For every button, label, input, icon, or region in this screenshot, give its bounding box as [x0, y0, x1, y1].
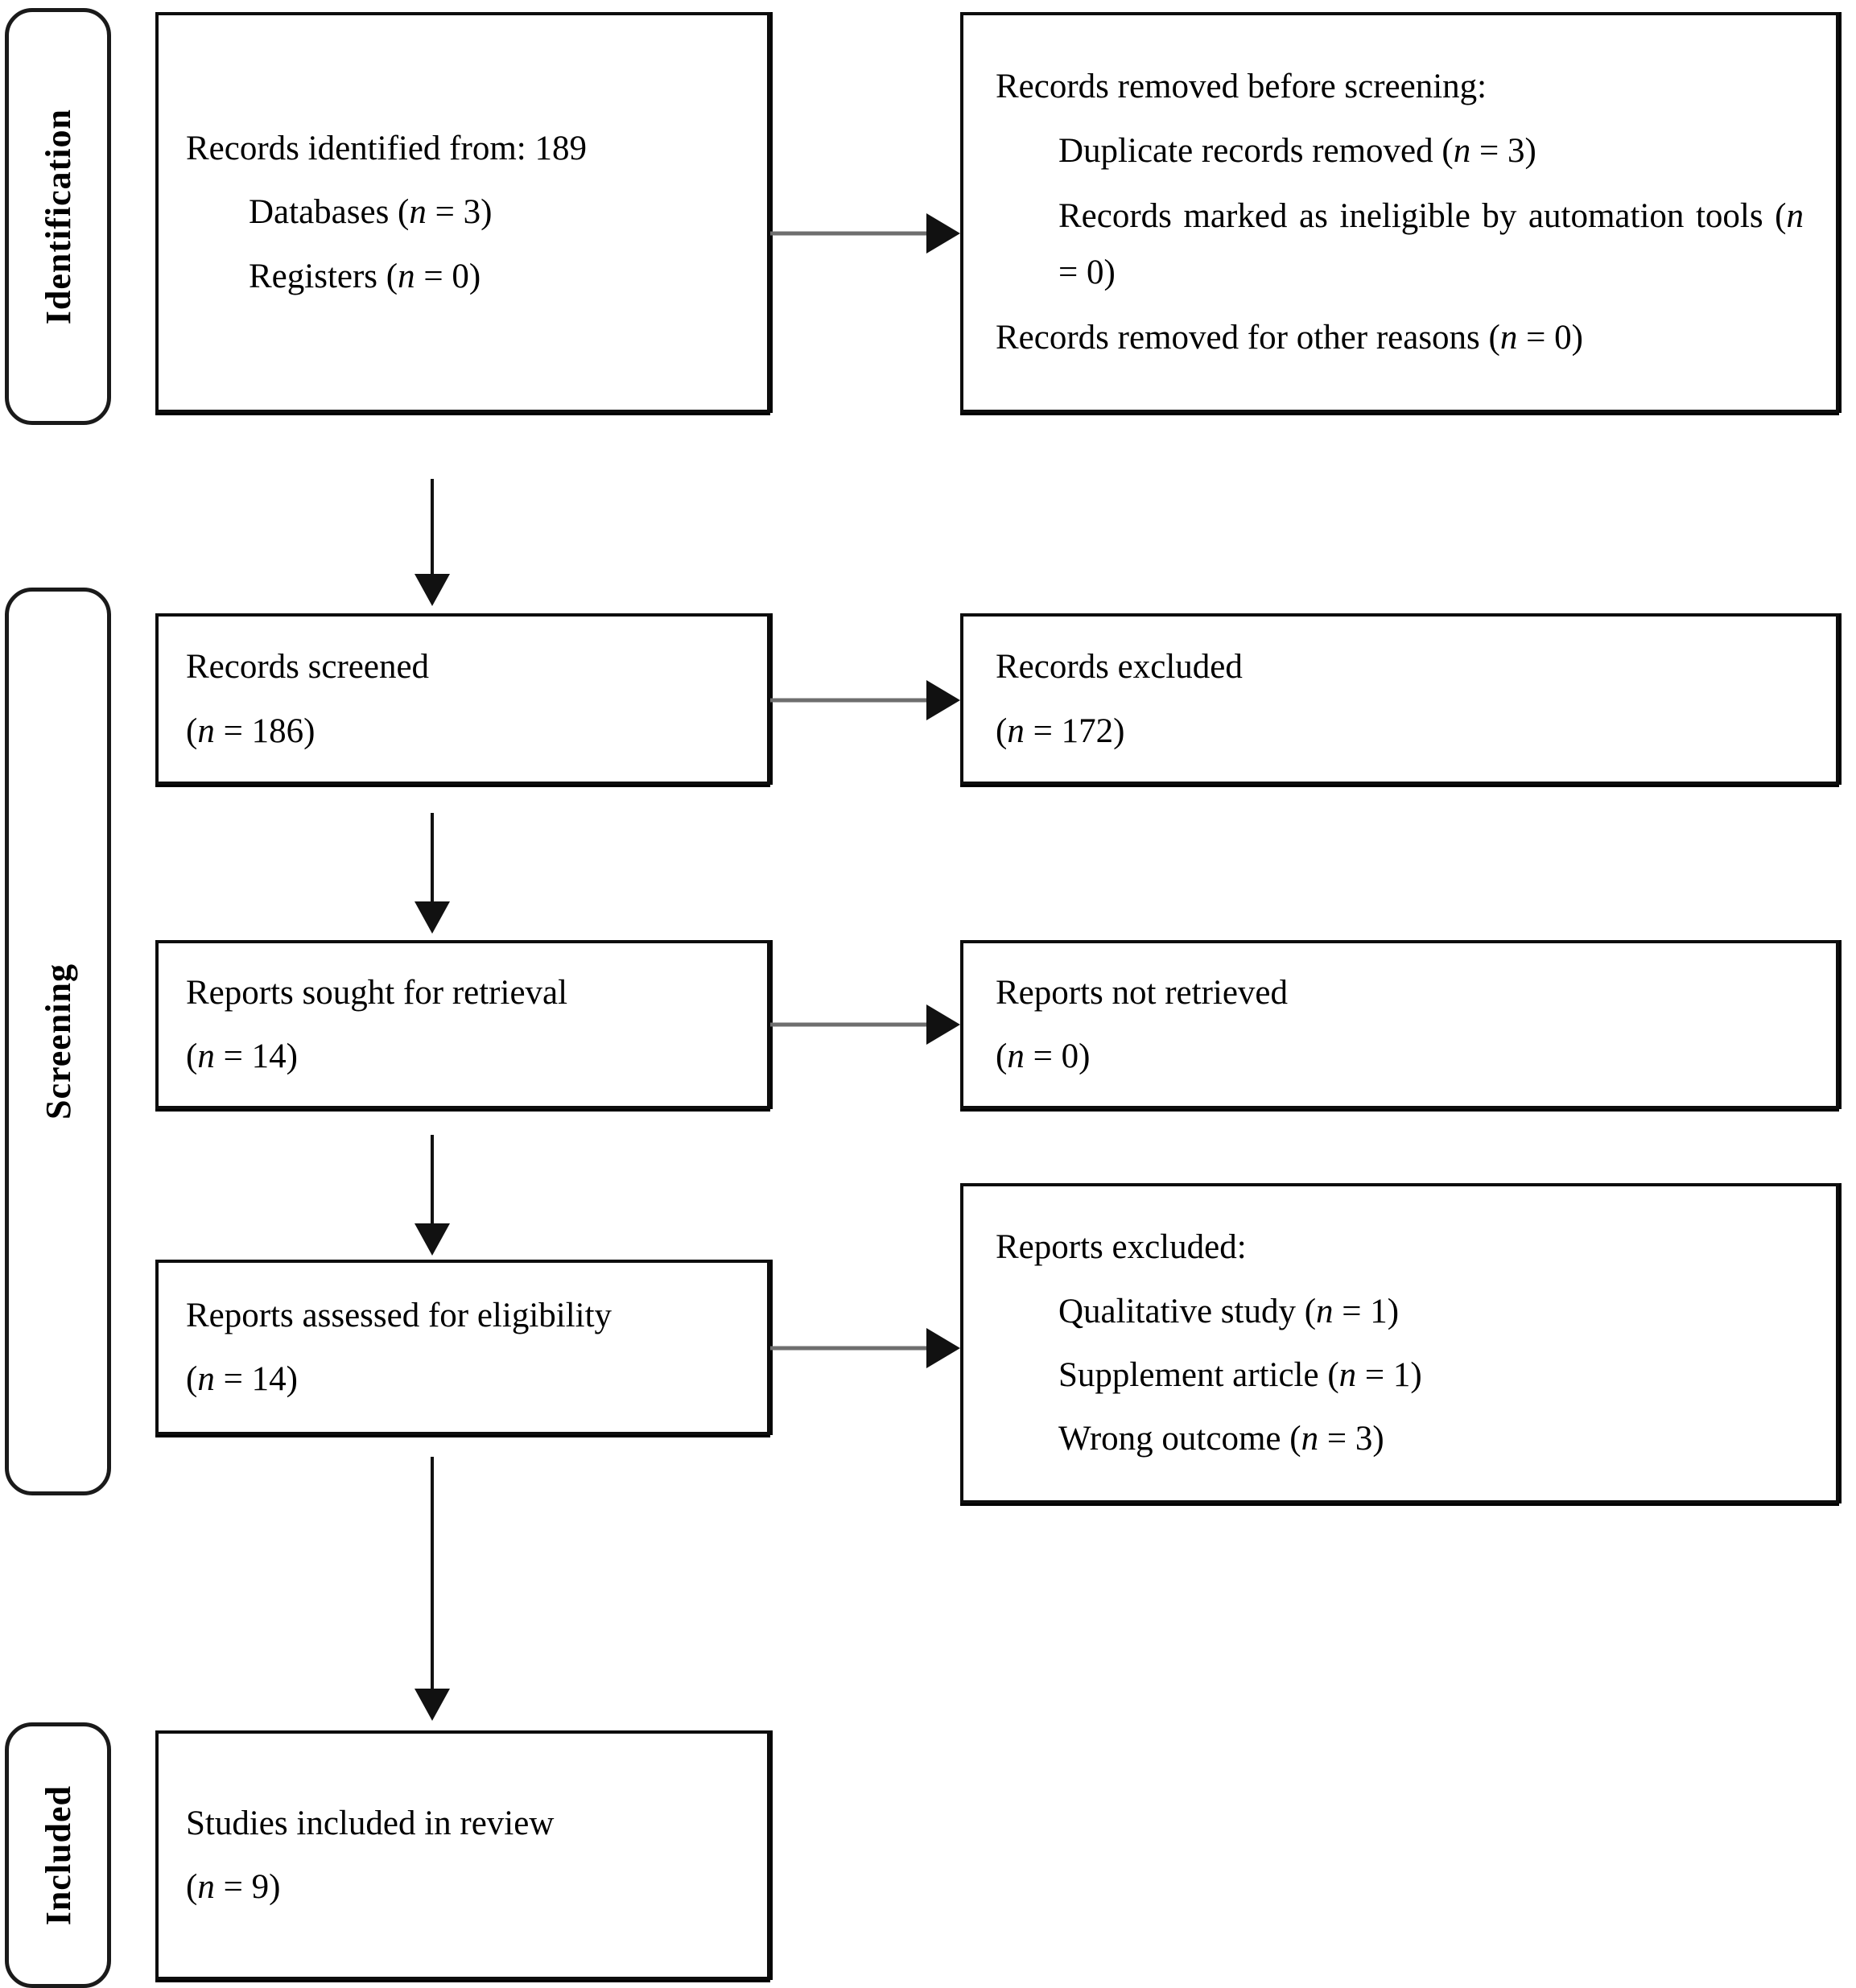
not-retrieved-line-2: (n = 0)	[996, 1037, 1091, 1075]
arrow-sought-to-not-retrieved	[770, 1004, 960, 1045]
records-identified-line-1: Records identified from: 189	[186, 129, 587, 167]
included-line-1: Studies included in review	[186, 1804, 555, 1842]
arrow-shaft	[770, 1022, 928, 1027]
arrow-sought-to-assessed	[410, 1135, 454, 1257]
spacer	[186, 175, 740, 186]
sought-line-1: Reports sought for retrieval	[186, 973, 568, 1012]
arrow-identified-to-screened	[410, 479, 454, 608]
spacer	[186, 1850, 740, 1861]
reports-excluded-line-1: Reports excluded:	[996, 1228, 1247, 1267]
sought-line-2: (n = 14)	[186, 1037, 298, 1075]
records-excluded-box: Records excluded (n = 172)	[960, 613, 1839, 785]
arrow-shaft	[431, 479, 434, 577]
records-identified-box: Records identified from: 189 Databases (…	[155, 12, 770, 413]
arrow-head-icon	[926, 680, 960, 720]
reports-excluded-line-2: Qualitative study (n = 1)	[1058, 1292, 1400, 1330]
removed-line-1: Records removed before screening:	[996, 68, 1487, 106]
reports-assessed-box: Reports assessed for eligibility (n = 14…	[155, 1260, 770, 1435]
stage-label-identification-text: Identification	[38, 108, 78, 325]
arrow-shaft	[431, 1135, 434, 1227]
arrow-shaft	[770, 231, 928, 236]
records-screened-box: Records screened (n = 186)	[155, 613, 770, 785]
reports-not-retrieved-box: Reports not retrieved (n = 0)	[960, 940, 1839, 1109]
arrow-head-icon	[415, 574, 450, 606]
spacer	[186, 1019, 740, 1030]
arrow-head-icon	[926, 213, 960, 254]
stage-label-screening-text: Screening	[38, 963, 78, 1120]
records-removed-before-screening-box: Records removed before screening: Duplic…	[960, 12, 1839, 413]
spacer	[996, 1019, 1804, 1030]
studies-included-box: Studies included in review (n = 9)	[155, 1730, 770, 1980]
arrow-shaft	[431, 813, 434, 905]
arrow-shaft	[770, 698, 928, 703]
spacer	[186, 1342, 740, 1353]
arrow-head-icon	[415, 1689, 450, 1721]
arrow-screened-to-sought	[410, 813, 454, 934]
records-identified-line-2: Databases (n = 3)	[249, 193, 493, 232]
arrow-shaft	[431, 1457, 434, 1692]
spacer	[996, 1401, 1804, 1413]
arrow-shaft	[770, 1346, 928, 1351]
arrow-head-icon	[415, 901, 450, 934]
removed-line-3: Records marked as ineligible by automati…	[1058, 197, 1804, 291]
assessed-line-1: Reports assessed for eligibility	[186, 1296, 612, 1334]
arrow-identified-to-removed	[770, 213, 960, 254]
screened-line-1: Records screened	[186, 648, 430, 687]
records-identified-line-3: Registers (n = 0)	[249, 257, 481, 295]
assessed-line-2: (n = 14)	[186, 1360, 298, 1398]
reports-excluded-box: Reports excluded: Qualitative study (n =…	[960, 1183, 1839, 1503]
spacer	[996, 1274, 1804, 1285]
removed-line-4: Records removed for other reasons (n = 0…	[996, 319, 1583, 357]
spacer	[996, 1338, 1804, 1349]
excluded-line-2: (n = 172)	[996, 711, 1125, 750]
not-retrieved-line-1: Reports not retrieved	[996, 973, 1289, 1012]
removed-line-2: Duplicate records removed (n = 3)	[1058, 131, 1536, 170]
included-line-2: (n = 9)	[186, 1868, 281, 1906]
screened-line-2: (n = 186)	[186, 711, 316, 750]
spacer	[186, 694, 740, 705]
arrow-head-icon	[926, 1328, 960, 1368]
spacer	[186, 239, 740, 250]
stage-label-screening: Screening	[5, 588, 111, 1495]
reports-excluded-line-4: Wrong outcome (n = 3)	[1058, 1420, 1384, 1458]
reports-sought-box: Reports sought for retrieval (n = 14)	[155, 940, 770, 1109]
arrow-screened-to-excluded	[770, 680, 960, 720]
stage-label-identification: Identification	[5, 8, 111, 425]
reports-excluded-line-3: Supplement article (n = 1)	[1058, 1356, 1422, 1394]
stage-label-included-text: Included	[38, 1784, 78, 1926]
spacer	[996, 694, 1804, 705]
arrow-assessed-to-reports-excluded	[770, 1328, 960, 1368]
arrow-head-icon	[415, 1223, 450, 1256]
arrow-head-icon	[926, 1004, 960, 1045]
stage-label-included: Included	[5, 1722, 111, 1988]
spacer	[996, 300, 1804, 311]
excluded-line-1: Records excluded	[996, 648, 1243, 687]
arrow-assessed-to-included	[410, 1457, 454, 1722]
spacer	[996, 113, 1804, 125]
spacer	[996, 177, 1804, 188]
